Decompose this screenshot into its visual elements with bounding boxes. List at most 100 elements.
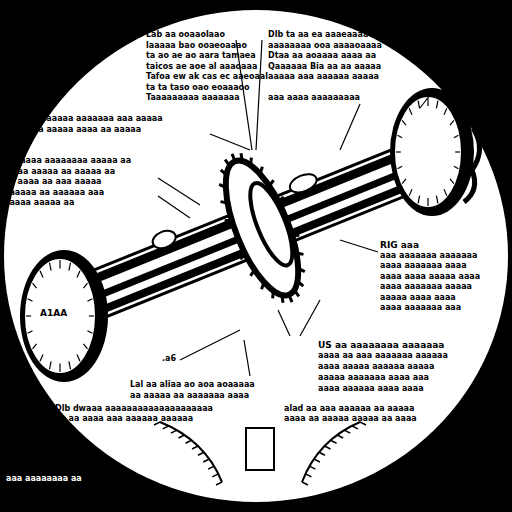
hatch-stroke: [331, 440, 337, 443]
hatched-arc: [160, 422, 222, 482]
hatch-stroke: [186, 440, 192, 443]
hatch-stroke: [178, 435, 184, 438]
gear-tooth: [294, 289, 299, 297]
white-oval: [4, 10, 508, 502]
dial-tick: [436, 196, 437, 204]
note-text: aaaaaaa aaaaaaaa aaaaa aa: [4, 156, 131, 166]
dial-tick: [427, 98, 428, 106]
gear-tooth: [289, 295, 292, 302]
hatched-arc: [302, 422, 360, 482]
note-text: aaaaa aaaa aaaa: [380, 293, 456, 303]
dial-tick: [450, 179, 454, 184]
leader-line: [256, 40, 262, 150]
leader-line: [158, 196, 190, 218]
dial-tick: [396, 151, 401, 152]
hatch-stroke: [319, 452, 325, 455]
right-dial: [390, 88, 480, 216]
dial-tick: [454, 135, 459, 138]
hatch-stroke: [302, 482, 308, 485]
hatch-stroke: [216, 482, 222, 485]
leader-line: [420, 95, 430, 108]
note-text: laaaaaaaaa aaaaaaa aaa aaaaa: [22, 114, 163, 124]
dial-tick: [436, 101, 437, 109]
note-text: aaa aaaaaaa aaaaaaa: [380, 251, 477, 261]
note-text: aaaa aaaaaaa aaa: [380, 303, 461, 313]
note-text: ta ao ae ao aara tamaea: [146, 51, 256, 61]
dial-tick: [40, 271, 43, 278]
leader-line: [340, 104, 360, 150]
gear-tooth: [225, 218, 232, 222]
gear-tooth: [268, 180, 275, 186]
note-text: aaaa aaaaaaa aaaaa: [380, 282, 472, 292]
leader-line: [300, 300, 320, 336]
note-text: aaa aaaa aaaaaaaaa: [268, 93, 360, 103]
note-text: taicos ae aoe al aaaoaaa: [146, 62, 257, 72]
dial-tick: [32, 344, 36, 349]
note-text: aaaaa aaa aaaaaa aaaaa: [268, 72, 379, 82]
dial-tick: [418, 101, 419, 109]
dial-tick: [427, 198, 428, 206]
dial-tick: [87, 331, 92, 334]
note-text: aaaa aa aaaaa aaaaa aa aaaa: [284, 414, 417, 424]
note-text: Dlb dwaaa aaaaaaaaaaaaaaaaaaaa: [55, 404, 213, 414]
gear-tooth: [248, 158, 254, 166]
dial-ticks: [26, 260, 94, 372]
leader-line: [210, 134, 250, 150]
note-text: aa aa aaaa aaa aaaaaa aaaaaa: [55, 414, 193, 424]
dial-tick: [418, 196, 419, 204]
gear-tooth: [232, 154, 235, 161]
note-text: aaaa aaaaaaa aaaa: [380, 261, 467, 271]
gear-tooth: [219, 182, 226, 189]
hatch-stroke: [198, 452, 204, 455]
note-text: Qaaaaaa Bia aa aa aaaaa: [268, 62, 381, 72]
dial-tick: [398, 166, 403, 169]
dial-tick: [77, 271, 80, 278]
dial-tick: [87, 299, 92, 302]
note-text: aaaaa aaaaa aa: [4, 198, 74, 208]
dial-tick: [49, 263, 51, 271]
gear-tooth: [249, 270, 256, 276]
note-text: Dtaa aa aoaaaa aaaa aa: [268, 51, 376, 61]
hatch-stroke: [203, 459, 209, 462]
hatch-stroke: [344, 430, 350, 433]
callout-label: A1AA: [40, 308, 67, 318]
hatch-stroke: [171, 430, 177, 433]
note-text: Lab aa ooaaolaao: [146, 30, 225, 40]
hatch-stroke: [325, 446, 331, 449]
note-text: Lal aa aliaa ao aoa aoaaaaa: [130, 380, 255, 390]
note-text: aaaa aaaaa aaaa aa aaaaa: [22, 125, 141, 135]
note-text: aaaa aaaaaa aaaa aaaa: [318, 384, 424, 394]
dial-tick: [402, 179, 406, 184]
note-text: aaaaaa aa aaaaaa aaa: [4, 188, 104, 198]
dial-tick: [40, 355, 43, 362]
dial-face: [24, 258, 96, 374]
dial-tick: [89, 315, 94, 316]
gear-tooth: [231, 238, 237, 241]
dial-tick: [444, 189, 447, 196]
dial-tick: [455, 151, 460, 152]
hatch-stroke: [309, 466, 315, 469]
dial-tick: [32, 283, 36, 288]
hatch-stroke: [337, 435, 343, 438]
dial-tick: [49, 361, 51, 369]
note-text: Taaaaaaaaa aaaaaaa: [146, 93, 240, 103]
gear-tooth: [296, 251, 303, 257]
dial-tick: [444, 108, 447, 115]
arc-hatching: [154, 422, 366, 485]
dial-tick: [409, 108, 412, 115]
note-text: alad aa aaa aaaaaa aa aaaaa: [284, 404, 414, 414]
note-text: aaaaa aaaaaaa aaaa aaa: [318, 373, 429, 383]
gear-tooth: [292, 233, 299, 237]
dial-tick: [454, 166, 459, 169]
dial-ticks: [396, 98, 460, 206]
gear-tooth: [258, 167, 265, 174]
hatch-stroke: [212, 474, 218, 477]
note-text: aaaa aaaaa aaaaaa aaaaa: [318, 362, 434, 372]
dial-tick: [77, 355, 80, 362]
leader-line: [278, 310, 290, 336]
dial-tick: [28, 331, 33, 334]
gear-tooth: [278, 197, 285, 201]
